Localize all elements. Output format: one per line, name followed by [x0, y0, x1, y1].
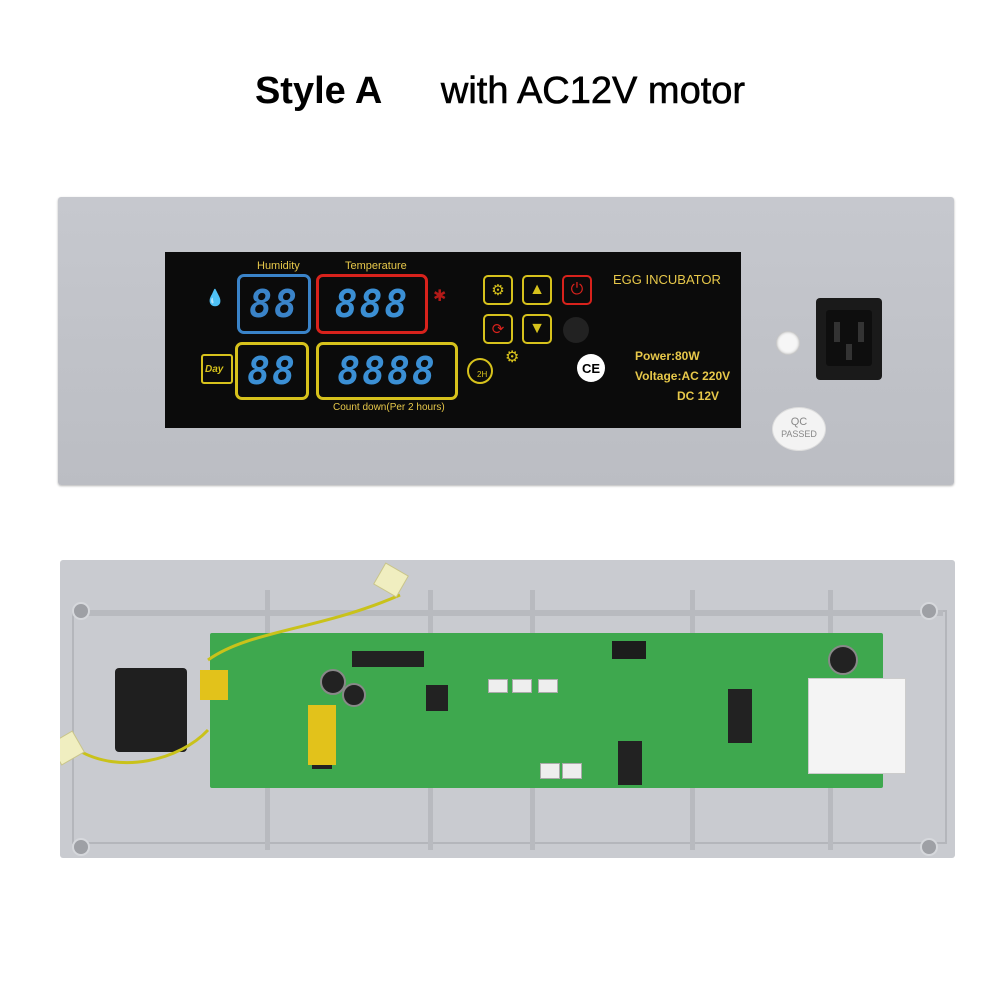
humidity-label: Humidity: [257, 260, 300, 272]
dc-spec: DC 12V: [677, 389, 720, 403]
humidity-display: 88: [237, 274, 311, 334]
controller-front-panel: Humidity Temperature 💧 88 888 ✱ Day 88 8…: [58, 197, 954, 485]
up-button[interactable]: ▲: [522, 275, 552, 305]
chip: [618, 741, 642, 785]
capacitor: [342, 683, 366, 707]
yellow-capacitor: [200, 670, 228, 700]
countdown-label: Count down(Per 2 hours): [333, 402, 445, 413]
gear-icon: ⚙: [491, 282, 505, 299]
power-button[interactable]: ⏻: [562, 275, 592, 305]
brand-label: EGG INCUBATOR: [613, 272, 721, 287]
connector: [562, 763, 582, 779]
down-button[interactable]: ▼: [522, 314, 552, 344]
screw-hole: [72, 602, 90, 620]
gear-settings-icon: ⚙: [505, 349, 520, 366]
day-label: Day: [205, 364, 224, 375]
turn-timer-icon: 2H: [467, 358, 493, 384]
temperature-label: Temperature: [345, 260, 407, 272]
qc-sticker: QC PASSED: [772, 407, 826, 451]
day-display: 88: [235, 342, 309, 400]
style-label: Style A: [254, 70, 383, 112]
refresh-icon: ⟳: [491, 321, 505, 338]
screw-hole: [920, 602, 938, 620]
connector: [488, 679, 508, 693]
indicator-light: [776, 331, 800, 355]
power-socket-back: [115, 668, 187, 752]
screw-hole: [72, 838, 90, 856]
temperature-display: 888: [316, 274, 428, 334]
ground-wire: [60, 562, 409, 766]
capacitor: [320, 669, 346, 695]
page-title: Style A with AC12V motor: [0, 70, 1000, 113]
arrow-down-icon: ▼: [529, 320, 545, 337]
countdown-display: 8888: [316, 342, 458, 400]
chip: [426, 685, 448, 711]
ce-mark: CE: [577, 354, 605, 382]
transformer: [308, 705, 336, 765]
sensor-window: [563, 317, 589, 343]
heater-icon: ✱: [433, 288, 447, 305]
screw-hole: [920, 838, 938, 856]
arrow-up-icon: ▲: [529, 281, 545, 298]
humidity-icon: 💧: [205, 290, 225, 307]
capacitor: [612, 641, 646, 659]
controller-back-housing: [60, 560, 955, 858]
chip: [352, 651, 424, 667]
connector: [538, 679, 558, 693]
power-icon: ⏻: [570, 281, 584, 298]
voltage-spec: Voltage:AC 220V: [635, 369, 731, 383]
set-button[interactable]: ⚙: [483, 275, 513, 305]
relay: [808, 678, 906, 774]
timer-label: 2H: [477, 370, 488, 379]
buzzer: [828, 645, 858, 675]
display-panel: Humidity Temperature 💧 88 888 ✱ Day 88 8…: [165, 252, 741, 428]
motor-label: with AC12V motor: [440, 70, 746, 113]
chip: [728, 689, 752, 743]
connector: [512, 679, 532, 693]
reset-button[interactable]: ⟳: [483, 314, 513, 344]
connector: [540, 763, 560, 779]
calendar-icon: Day: [201, 354, 233, 384]
power-socket: [816, 298, 882, 380]
power-spec: Power:80W: [635, 349, 700, 363]
